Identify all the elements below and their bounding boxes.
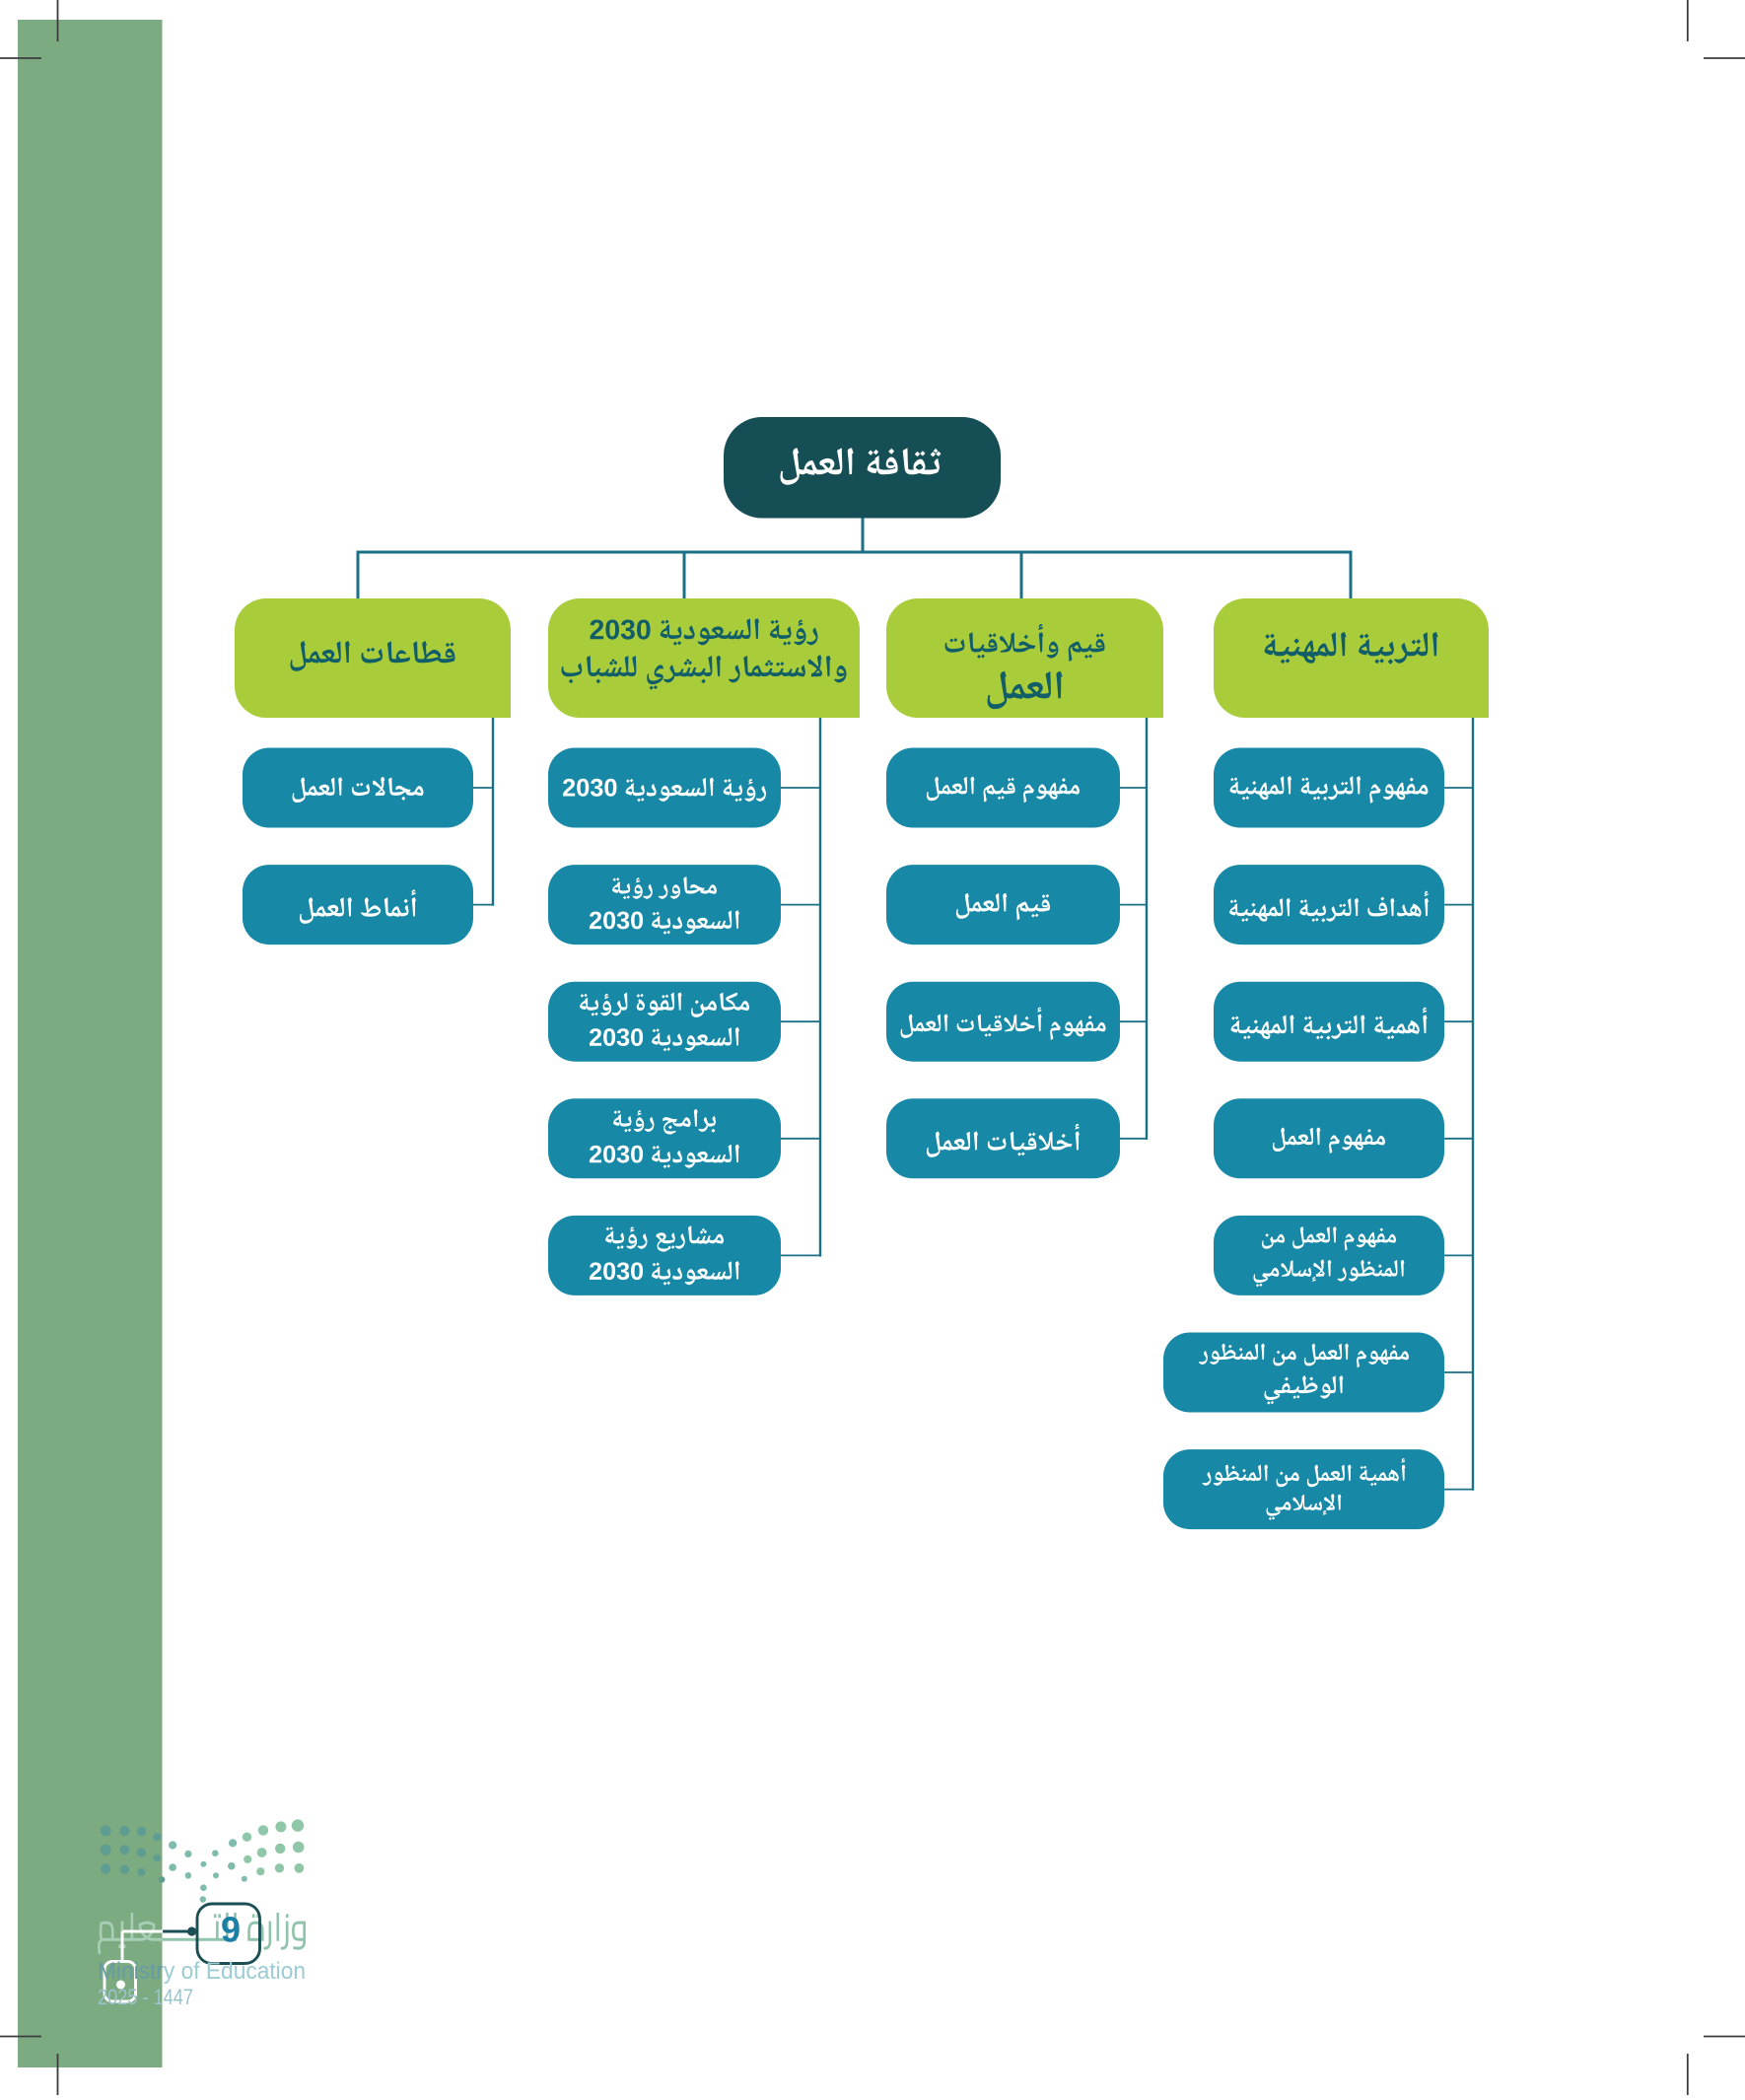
svg-text:9: 9: [221, 1910, 241, 1950]
svg-text:Ministry of Education: Ministry of Education: [98, 1958, 306, 1985]
svg-text:Ministry of Education: Ministry of Education: [98, 1958, 306, 1985]
svg-text:2025 - 1447: 2025 - 1447: [98, 1985, 193, 2009]
